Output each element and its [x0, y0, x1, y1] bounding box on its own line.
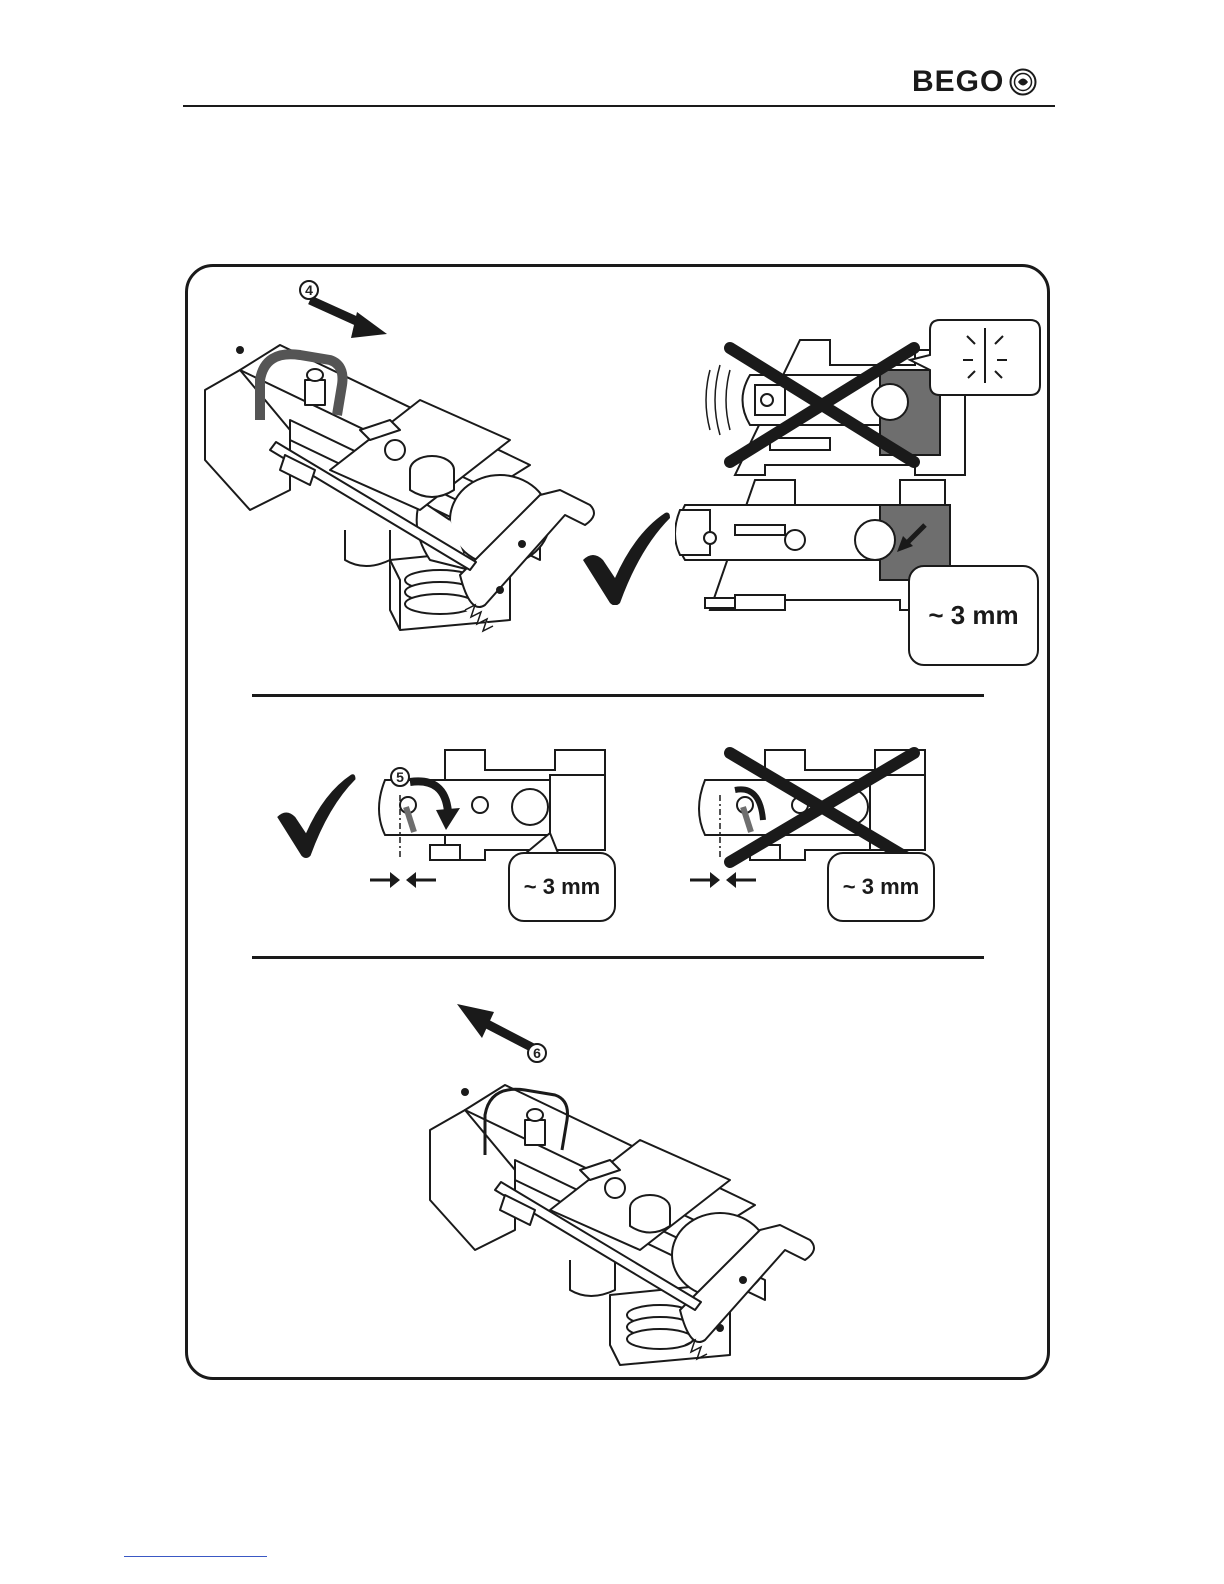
section-divider-2	[252, 956, 984, 959]
bego-seal-icon	[1008, 67, 1038, 97]
machine-iso-step4	[200, 280, 610, 650]
gap-arrows-left	[368, 868, 438, 892]
gap-label-mid-bad: ~ 3 mm	[827, 852, 935, 922]
gap-label-mid-ok: ~ 3 mm	[508, 852, 616, 922]
header-rule	[183, 105, 1055, 107]
spark-callout	[905, 318, 1045, 398]
arrow-icon	[305, 290, 395, 350]
step-4-badge: 4	[299, 280, 319, 300]
checkmark-icon	[270, 765, 360, 860]
section-divider-1	[252, 694, 984, 697]
machine-iso-step6	[425, 1060, 825, 1380]
brand-name: BEGO	[912, 65, 1004, 99]
gap-arrows-right	[688, 868, 758, 892]
step-5-badge: 5	[390, 767, 410, 787]
brand-logo: BEGO	[912, 62, 1038, 102]
cross-icon	[722, 340, 922, 470]
footer-link-underline	[124, 1556, 267, 1557]
gap-label-top: ~ 3 mm	[908, 565, 1039, 666]
checkmark-icon	[575, 505, 675, 605]
